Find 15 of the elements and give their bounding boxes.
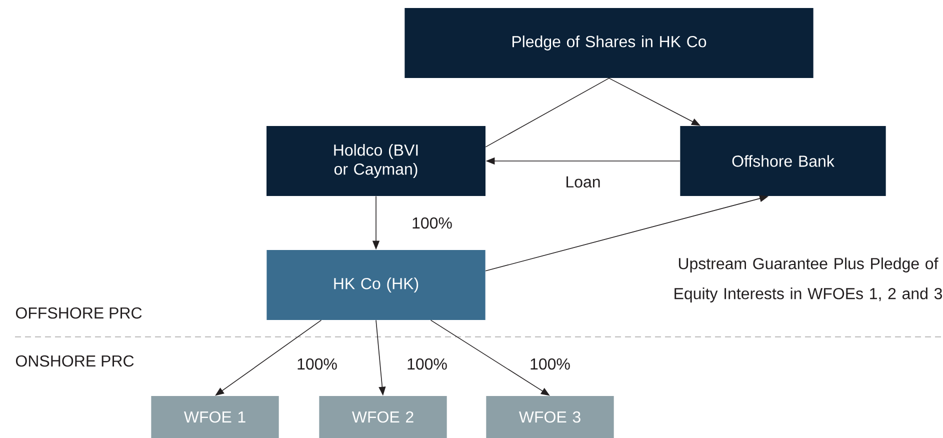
edge-label: 100% [412,217,452,229]
entity-box: Holdco (BVI or Cayman) [266,126,486,196]
region-label: OFFSHORE PRC [16,307,142,319]
region-label: ONSHORE PRC [16,355,134,367]
entity-box: HK Co (HK) [266,250,486,320]
entity-box: Pledge of Shares in HK Co [404,8,814,78]
edge-label: Loan [566,176,600,188]
edge-label: Upstream Guarantee Plus Pledge of Equity Interests in WFOEs 1, 2 and 3 [674,258,942,302]
edge-label: 100% [298,358,337,370]
entity-box: WFOE 3 [486,396,614,438]
entity-box: WFOE 1 [151,396,279,438]
entity-box: Offshore Bank [680,126,886,196]
edge-label: 100% [530,358,570,370]
entity-box: WFOE 2 [319,396,447,438]
edge-label: 100% [408,358,447,370]
